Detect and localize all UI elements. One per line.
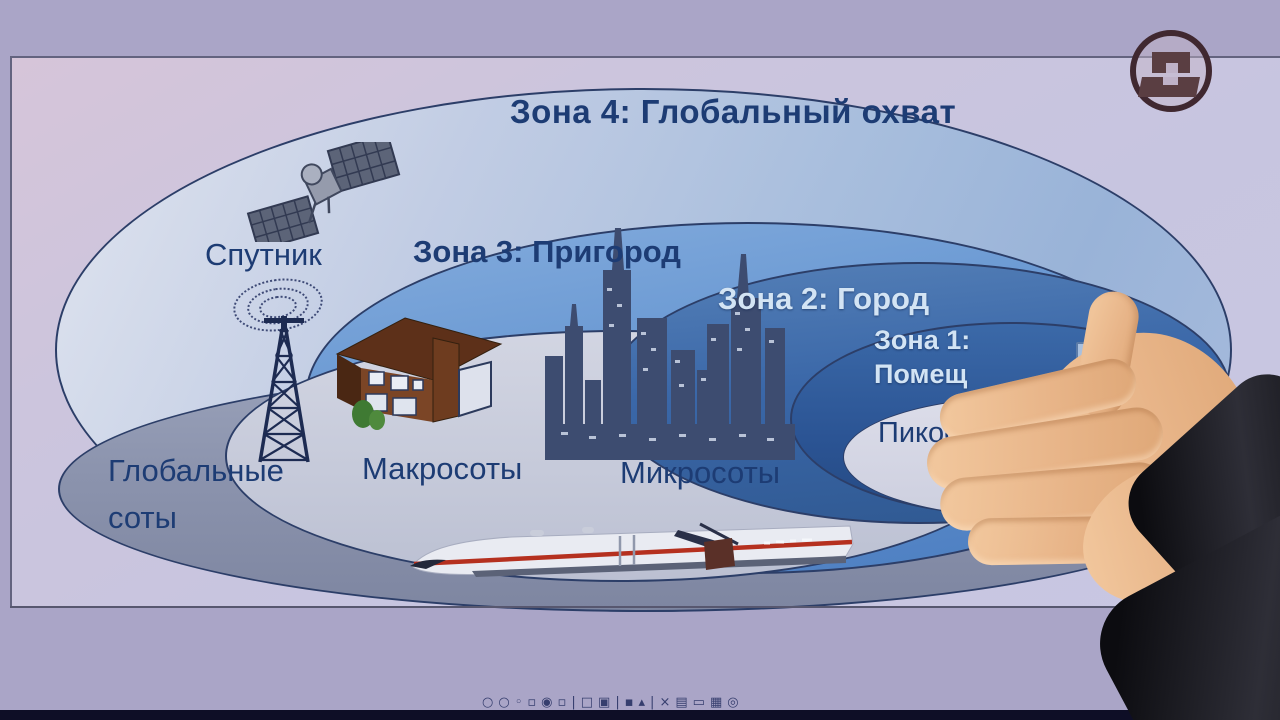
toolbar-icon[interactable]: ○ [482,695,494,710]
zone1-label-line2: Помещ [874,359,968,389]
house-icon [335,317,503,430]
global-cells-line1: Глобальные [108,453,284,488]
slide-bottom-border [10,606,1280,608]
toolbar-icon[interactable]: | [615,695,620,710]
satellite-icon [246,142,401,242]
toolbar-icon[interactable]: ▴ [638,695,646,710]
antenna-tower-icon [258,316,310,463]
toolbar-icon[interactable]: ◦ [514,695,523,710]
slide-top-border [10,56,1280,58]
toolbar-icon[interactable]: □ [580,695,594,710]
toolbar-icon[interactable]: | [571,695,576,710]
toolbar-icon[interactable]: ▫ [527,695,537,710]
toolbar-icon[interactable]: ▤ [675,695,688,710]
taskbar-bar [0,710,1280,720]
global-cells-line2: соты [108,500,177,535]
channel-logo-icon [1130,30,1212,112]
toolbar-icon[interactable]: ◎ [727,695,739,710]
macro-cells-label: Макросоты [362,451,523,486]
toolbar-icon[interactable]: × [659,695,671,710]
global-cells-label: Глобальные соты [108,447,338,541]
zone1-label: Зона 1: Помещ [874,323,1074,391]
zone2-label: Зона 2: Город [718,281,930,316]
slide-left-border [10,56,12,608]
satellite-label: Спутник [205,237,322,272]
toolbar-icon[interactable]: ○ [498,695,510,710]
taskbar-icons: ○ ○ ◦ ▫ ◉ ▫ | □ ▣ | ▪ ▴ | × ▤ ▭ ▦ ◎ [482,694,739,712]
toolbar-icon[interactable]: ▫ [557,695,567,710]
zone3-label: Зона 3: Пригород [413,234,681,269]
city-skyline-icon [545,228,795,460]
zone4-label: Зона 4: Глобальный охват [510,93,957,130]
toolbar-icon[interactable]: ▦ [709,695,723,710]
toolbar-icon[interactable]: ▪ [624,695,634,710]
train-icon [410,522,854,577]
zone1-label-line1: Зона 1: [874,325,971,355]
toolbar-icon[interactable]: ▭ [692,695,705,710]
toolbar-icon[interactable]: ▣ [598,695,611,710]
toolbar-icon[interactable]: | [650,695,655,710]
micro-cells-label: Микросоты [620,455,781,490]
toolbar-icon[interactable]: ◉ [541,695,553,710]
